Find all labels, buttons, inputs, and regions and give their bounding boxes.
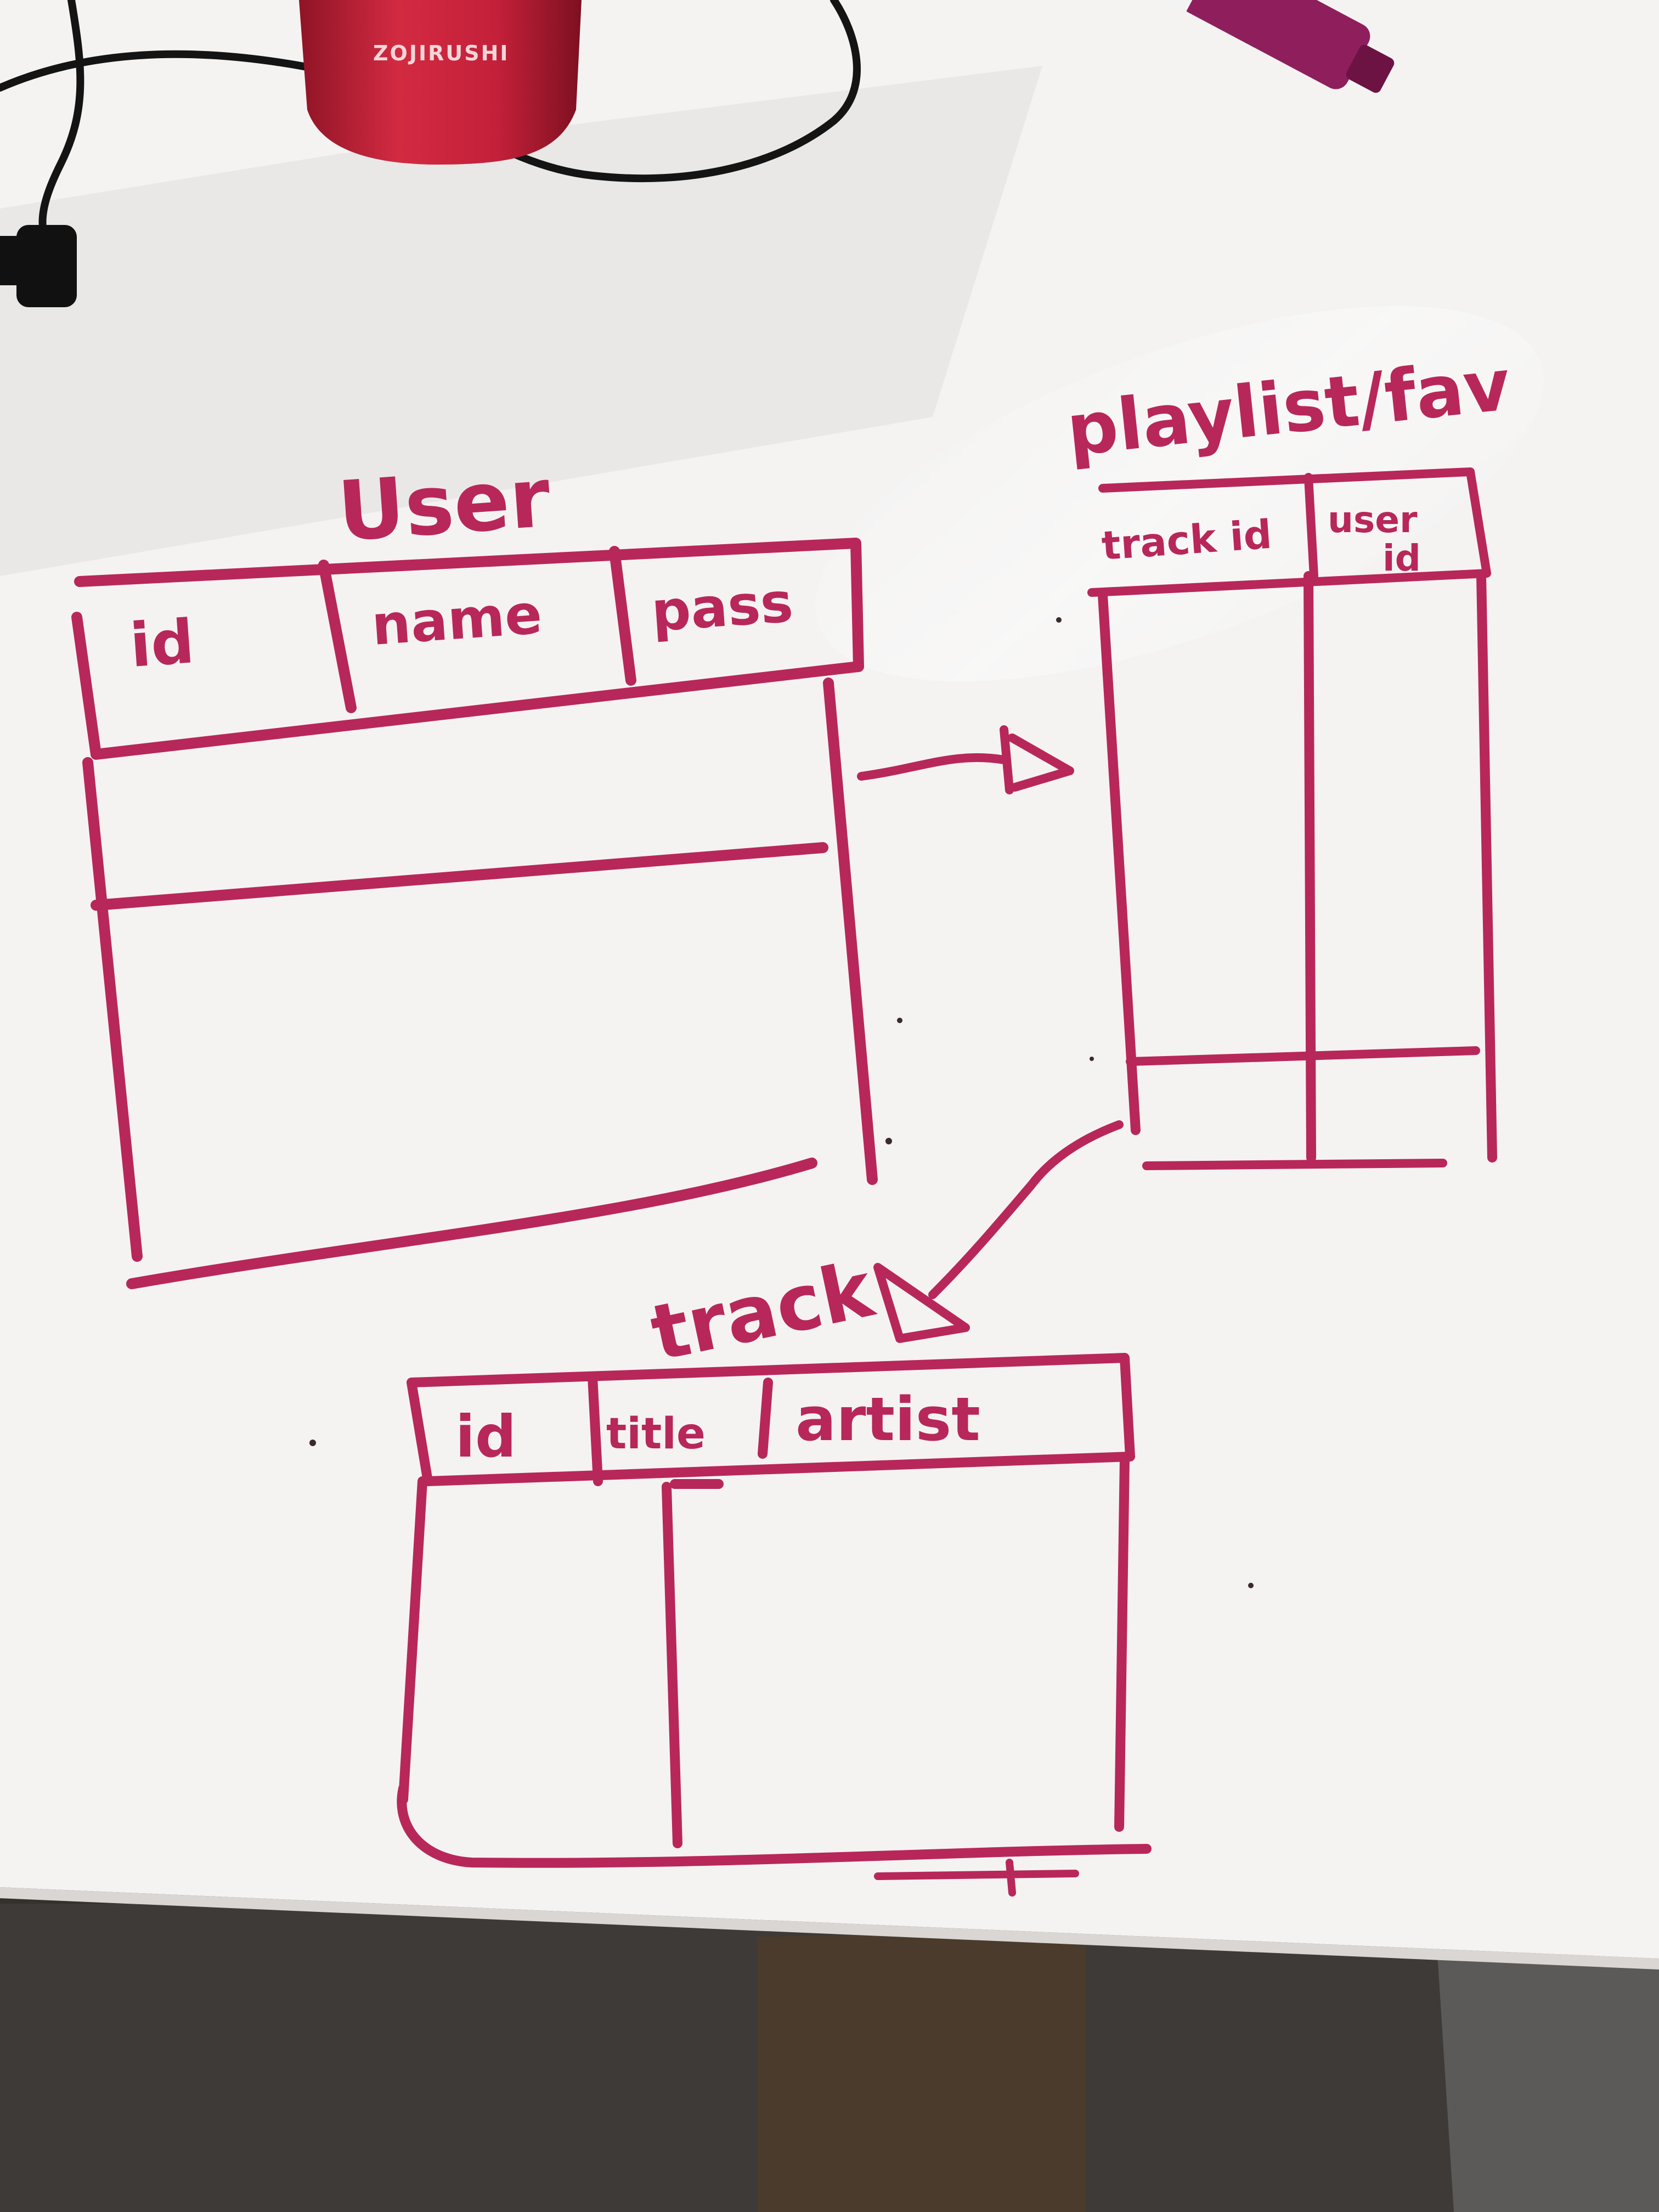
user-col-name: name (370, 582, 544, 658)
track-body-middle (662, 1482, 682, 1848)
track-col-artist: artist (795, 1384, 980, 1454)
marker (1166, 0, 1395, 93)
stray-marks (309, 617, 1254, 1588)
track-body-left (398, 1476, 427, 1804)
relation-user-playlist (857, 725, 1074, 794)
shadow-area (0, 66, 1042, 576)
wood-floor-patch (757, 1931, 1086, 2212)
track-body-bottom (397, 1784, 1152, 1868)
track-header-divider-2 (758, 1378, 773, 1459)
arrowhead-icon (1000, 725, 1074, 794)
playlist-header-divider (1304, 473, 1318, 580)
cable (0, 0, 861, 183)
track-body-right (1114, 1454, 1130, 1832)
track-header-divider-1 (588, 1372, 603, 1486)
user-body-bottom (126, 1158, 817, 1289)
thermos-mug: ZOJIRUSHI (299, 0, 582, 165)
user-entity: User id name pass (71, 450, 878, 1289)
track-col-title: title (606, 1409, 706, 1459)
user-header-divider-1 (318, 560, 357, 713)
whiteboard-edge (0, 1887, 1659, 1970)
playlist-body-middle (1304, 571, 1316, 1163)
playlist-col-user: user (1328, 499, 1418, 541)
playlist-header-box (1087, 467, 1491, 597)
mug-logo: ZOJIRUSHI (373, 41, 510, 65)
track-header-box (407, 1353, 1135, 1486)
playlist-body-right (1476, 571, 1497, 1163)
fabric-corner (1437, 1942, 1659, 2212)
relation-playlist-track (873, 1120, 1124, 1343)
user-col-pass: pass (650, 570, 795, 644)
user-title: User (335, 450, 553, 560)
user-row-line (91, 842, 828, 911)
user-header-divider-2 (609, 546, 636, 686)
user-body-left (82, 757, 143, 1262)
user-body-right (823, 678, 878, 1185)
track-col-id: id (455, 1403, 516, 1470)
cable-plug-tail (0, 236, 33, 285)
user-header-box (71, 538, 864, 760)
relation-line (928, 1120, 1124, 1299)
playlist-col-user-id: id (1383, 537, 1421, 579)
user-col-id: id (128, 606, 196, 681)
relation-line (857, 753, 1008, 781)
playlist-body-bottom (1142, 1159, 1447, 1170)
playlist-body-left (1098, 590, 1141, 1135)
light-glare (815, 306, 1544, 682)
arrowhead-icon (873, 1263, 970, 1343)
playlist-row-line (1126, 1046, 1480, 1066)
track-extra-stroke (874, 1859, 1079, 1897)
